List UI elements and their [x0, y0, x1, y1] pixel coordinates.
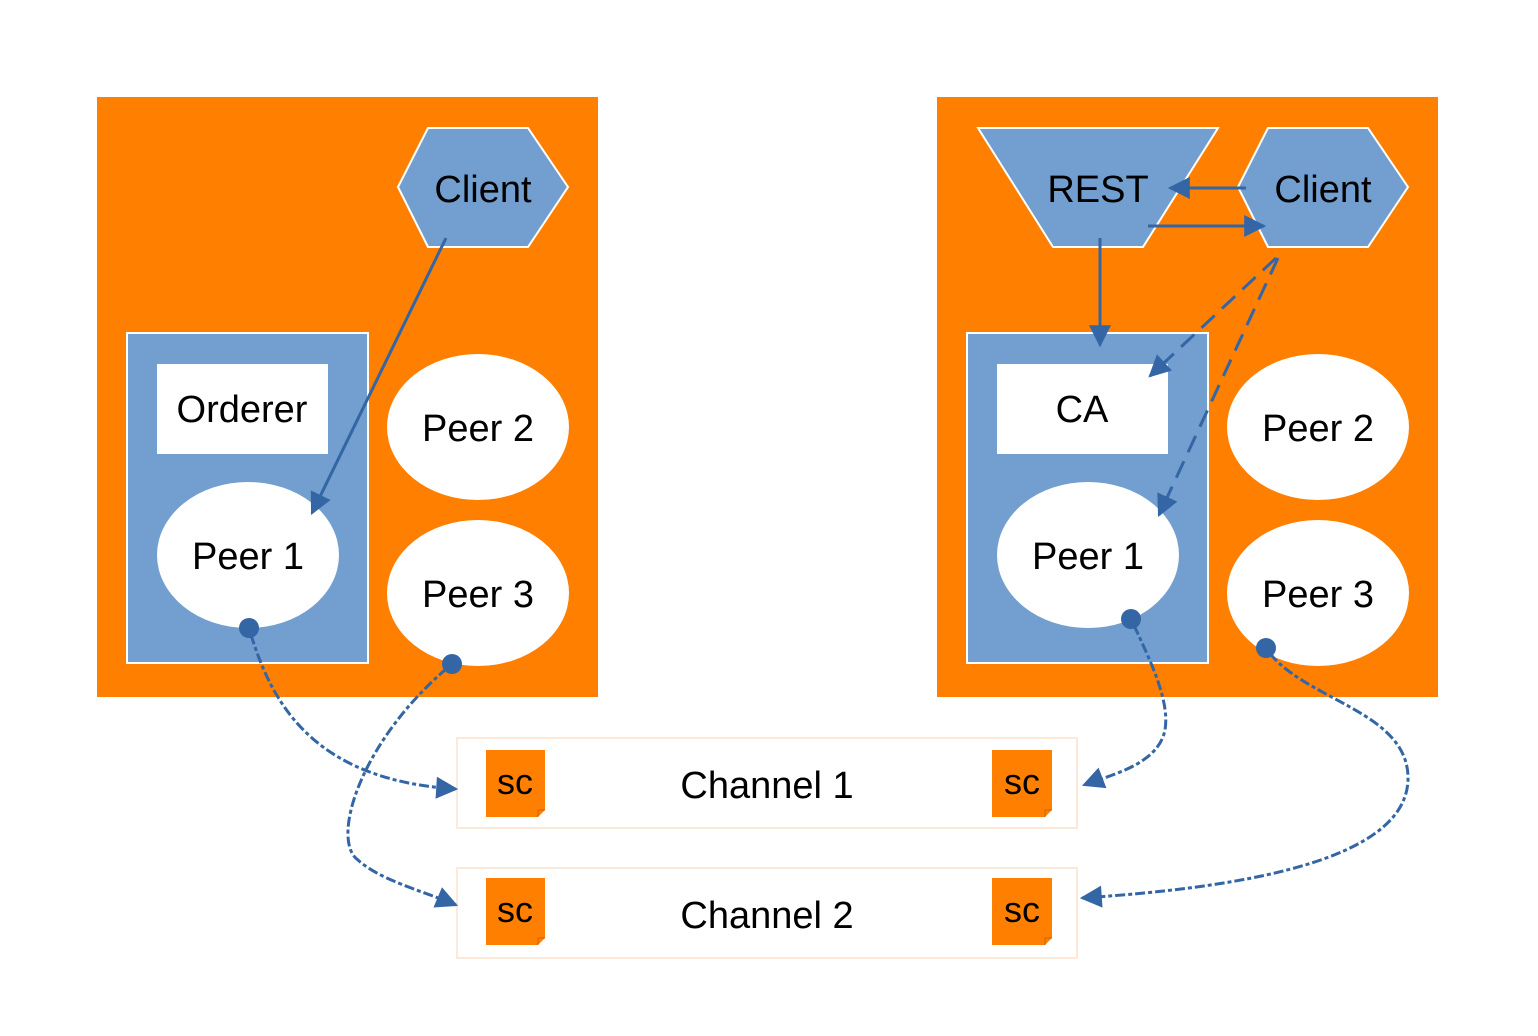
channel-2-sc-right-label: sc — [1004, 889, 1040, 930]
connectors — [239, 177, 1410, 908]
channel-2-sc-left-label: sc — [497, 889, 533, 930]
org1-peer3-ellipse — [387, 520, 569, 666]
channel-1-sc-right[interactable]: sc — [992, 750, 1052, 817]
ca-label: CA — [1056, 389, 1109, 431]
dot-org1-peer1 — [239, 618, 259, 638]
org2-peer2-ellipse — [1227, 354, 1409, 500]
channel-2-box — [456, 867, 1078, 959]
org2-peer3-label: Peer 3 — [1262, 574, 1374, 616]
channel-2-label: Channel 2 — [680, 895, 853, 937]
sc-note-shape — [992, 750, 1052, 817]
channel-1-sc-left-label: sc — [497, 761, 533, 802]
org2-client-hexagon — [1236, 127, 1410, 248]
org2-peer1-ellipse — [997, 482, 1179, 628]
org1-peer1-label: Peer 1 — [192, 536, 304, 578]
sc-note-fold — [537, 809, 545, 817]
edge-org2-peer1-to-channel1 — [1081, 618, 1168, 789]
org2-peer2-label: Peer 2 — [1262, 408, 1374, 450]
org1-peer2-label: Peer 2 — [422, 408, 534, 450]
channel-1-sc-left[interactable]: sc — [486, 750, 545, 817]
edge-org2-peer3-to-channel2 — [1079, 647, 1410, 908]
sc-note-shape — [486, 878, 545, 945]
channel-2-sc-left[interactable]: sc — [486, 878, 545, 945]
org2-peer1-node[interactable]: Peer 1 — [997, 482, 1179, 628]
org1-client-hexagon — [396, 127, 570, 248]
org1-peer2-node[interactable]: Peer 2 — [387, 354, 569, 500]
dot-org1-peer3 — [442, 654, 462, 674]
org2-client-node[interactable]: Client — [1236, 127, 1410, 248]
org2-peer1-label: Peer 1 — [1032, 536, 1144, 578]
edge-org1-peer1-to-channel1 — [247, 627, 459, 799]
org2-peer2-node[interactable]: Peer 2 — [1227, 354, 1409, 500]
dot-org2-peer1 — [1121, 609, 1141, 629]
edge-client-to-ca — [1148, 256, 1278, 378]
edge-client-to-peer1 — [1157, 257, 1280, 517]
org1-peer3-label: Peer 3 — [422, 574, 534, 616]
ca-node[interactable]: CA — [997, 364, 1168, 454]
org1-group: Client Orderer Peer 1 Peer 2 Peer 3 — [97, 97, 598, 697]
channel-2[interactable]: sc Channel 2 sc — [456, 867, 1078, 959]
org1-peer1-node[interactable]: Peer 1 — [157, 482, 339, 628]
rest-trapezoid — [976, 127, 1220, 248]
orderer-label: Orderer — [177, 389, 308, 431]
org1-client-label: Client — [434, 169, 532, 211]
sc-note-fold — [537, 937, 545, 945]
org1-peer3-node[interactable]: Peer 3 — [387, 520, 569, 666]
org1-peer1-ellipse — [157, 482, 339, 628]
rest-label: REST — [1047, 169, 1148, 211]
sc-note-shape — [486, 750, 545, 817]
sc-note-fold — [1044, 809, 1052, 817]
dot-org2-peer3 — [1256, 638, 1276, 658]
org1-orderer-node[interactable]: Orderer — [157, 364, 328, 454]
org1-peer2-ellipse — [387, 354, 569, 500]
sc-note-shape — [992, 878, 1052, 945]
channel-1-sc-right-label: sc — [1004, 761, 1040, 802]
channel-1-label: Channel 1 — [680, 765, 853, 807]
channel-1-box — [456, 737, 1078, 829]
edge-org1-peer3-to-channel2 — [346, 662, 459, 908]
channel-1[interactable]: sc Channel 1 sc — [456, 737, 1078, 829]
channel-2-sc-right[interactable]: sc — [992, 878, 1052, 945]
edge-org1-client-to-peer1 — [310, 237, 448, 515]
sc-note-fold — [1044, 937, 1052, 945]
org2-peer3-node[interactable]: Peer 3 — [1227, 520, 1409, 666]
org1-client-node[interactable]: Client — [396, 127, 570, 248]
org2-peer3-ellipse — [1227, 520, 1409, 666]
rest-node[interactable]: REST — [976, 127, 1220, 248]
orderer-box — [157, 364, 328, 454]
org2-client-label: Client — [1274, 169, 1372, 211]
ca-box — [997, 364, 1168, 454]
